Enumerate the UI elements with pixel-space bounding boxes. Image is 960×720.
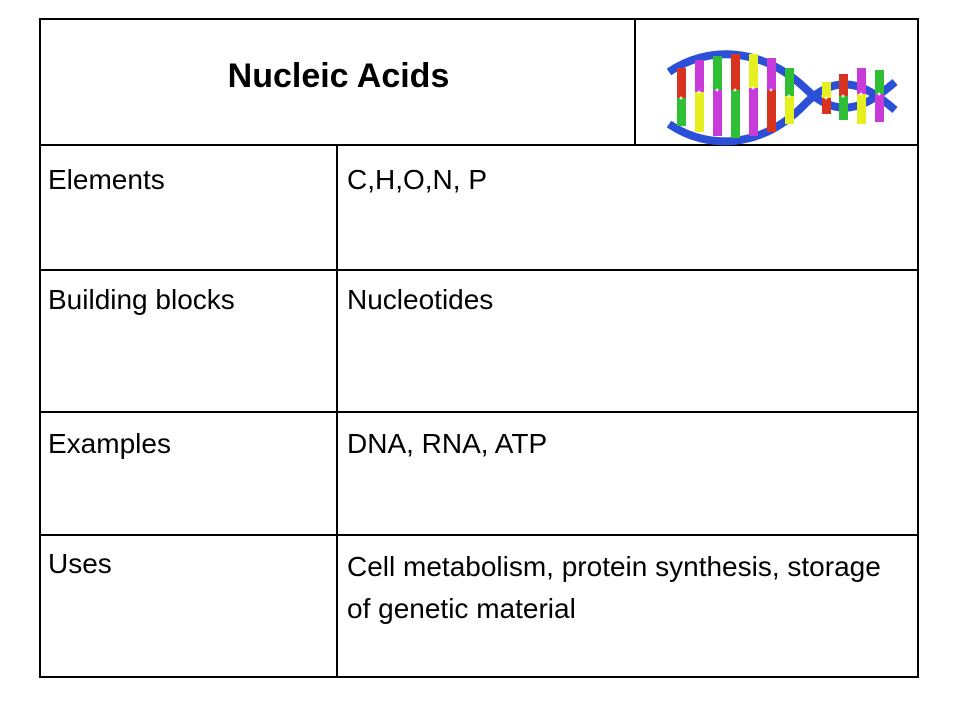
row-value-building-blocks: Nucleotides [347,284,494,315]
row-divider [41,269,917,271]
row-label-examples: Examples [48,428,171,459]
row-divider [41,144,917,146]
row-value-examples: DNA, RNA, ATP [347,428,548,459]
row-divider [41,411,917,413]
dna-image-cell [632,18,919,146]
table-title: Nucleic Acids [227,57,450,95]
row-label-uses: Uses [48,548,112,579]
row-divider [41,534,917,536]
row-label-building-blocks: Building blocks [48,284,235,315]
body-column-divider [336,145,338,676]
row-label-elements: Elements [48,164,165,195]
nucleic-acids-table: Nucleic Acids Elements C,H,O,N, P Buildi… [39,18,919,678]
row-value-uses: Cell metabolism, protein synthesis, stor… [347,551,889,624]
dna-double-helix-icon [667,50,898,146]
row-value-elements: C,H,O,N, P [347,164,488,195]
header-column-divider [634,20,636,145]
